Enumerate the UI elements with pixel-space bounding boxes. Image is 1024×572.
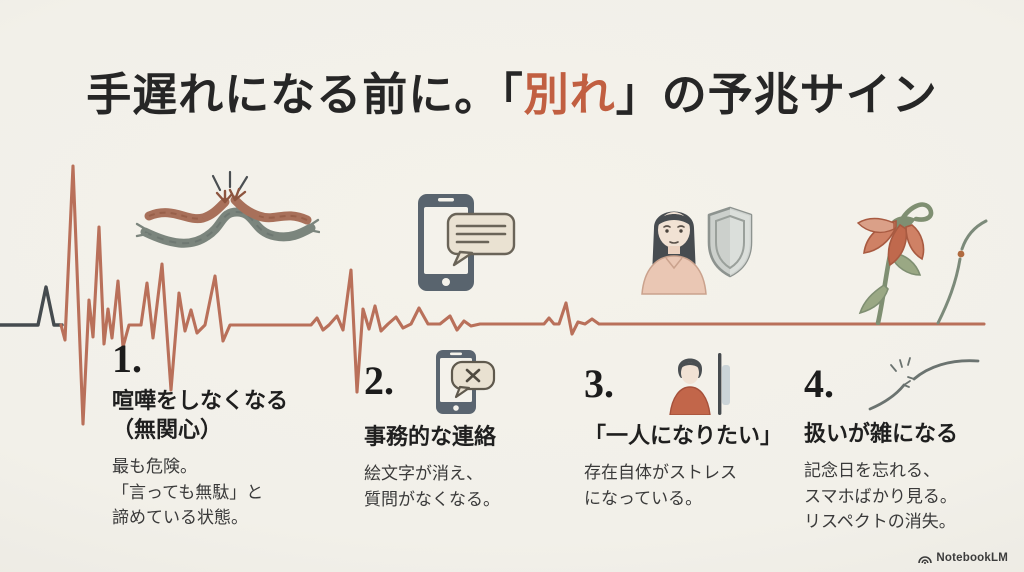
title-accent-word: 別れ <box>523 69 616 120</box>
title-text-pre: 手遅れになる前に。 <box>86 69 501 120</box>
page-title: 手遅れになる前に。「別れ」の予兆サイン <box>0 58 1024 123</box>
section-4-treated-carelessly: 4. 扱いが雑になる 記念日を忘れる、 スマホばかり見る。 リスペクトの消失。 <box>804 357 1014 535</box>
section-2-heading: 事務的な連絡 <box>364 424 497 449</box>
phone-x-message-icon <box>436 350 496 414</box>
wilted-flower-icon <box>856 202 988 325</box>
title-text-post: の予兆サイン <box>661 69 938 120</box>
section-1-no-more-fights: 1. 喧嘩をしなくなる （無関心） 最も危険。 「言っても無駄」と 諦めている状… <box>112 338 357 531</box>
title-bracket-open: 「 <box>500 69 524 120</box>
section-4-body: 記念日を忘れる、 スマホばかり見る。 リスペクトの消失。 <box>804 461 957 532</box>
section-2-body: 絵文字が消え、 質問がなくなる。 <box>364 464 500 509</box>
section-3-number: 3. <box>584 361 614 406</box>
section-3-want-to-be-alone: 3. 「一人になりたい」 存在自体がストレス になっている。 <box>584 353 799 511</box>
notebooklm-watermark: NotebookLM <box>918 552 1008 564</box>
section-1-heading: 喧嘩をしなくなる （無関心） <box>112 388 289 443</box>
section-2-number: 2. <box>364 358 394 403</box>
watermark-label: NotebookLM <box>936 552 1008 564</box>
notebooklm-logo-icon <box>918 555 933 564</box>
section-4-number: 4. <box>804 361 834 406</box>
title-bracket-close: 」 <box>615 69 662 120</box>
section-2-businesslike-contact: 2. 事務的な連絡 絵文字が消え、 質問がなくなる。 <box>364 350 574 512</box>
phone-message-icon <box>418 194 516 291</box>
section-4-heading: 扱いが雑になる <box>804 421 959 446</box>
person-behind-wall-icon <box>669 353 730 415</box>
frayed-rope-icon <box>135 170 320 248</box>
section-3-heading: 「一人になりたい」 <box>584 423 783 448</box>
section-3-body: 存在自体がストレス になっている。 <box>584 463 737 508</box>
section-1-number: 1. <box>112 336 142 381</box>
woman-with-shield-icon <box>641 206 753 295</box>
snapping-thread-icon <box>868 357 980 411</box>
section-1-body: 最も危険。 「言っても無駄」と 諦めている状態。 <box>112 457 264 528</box>
